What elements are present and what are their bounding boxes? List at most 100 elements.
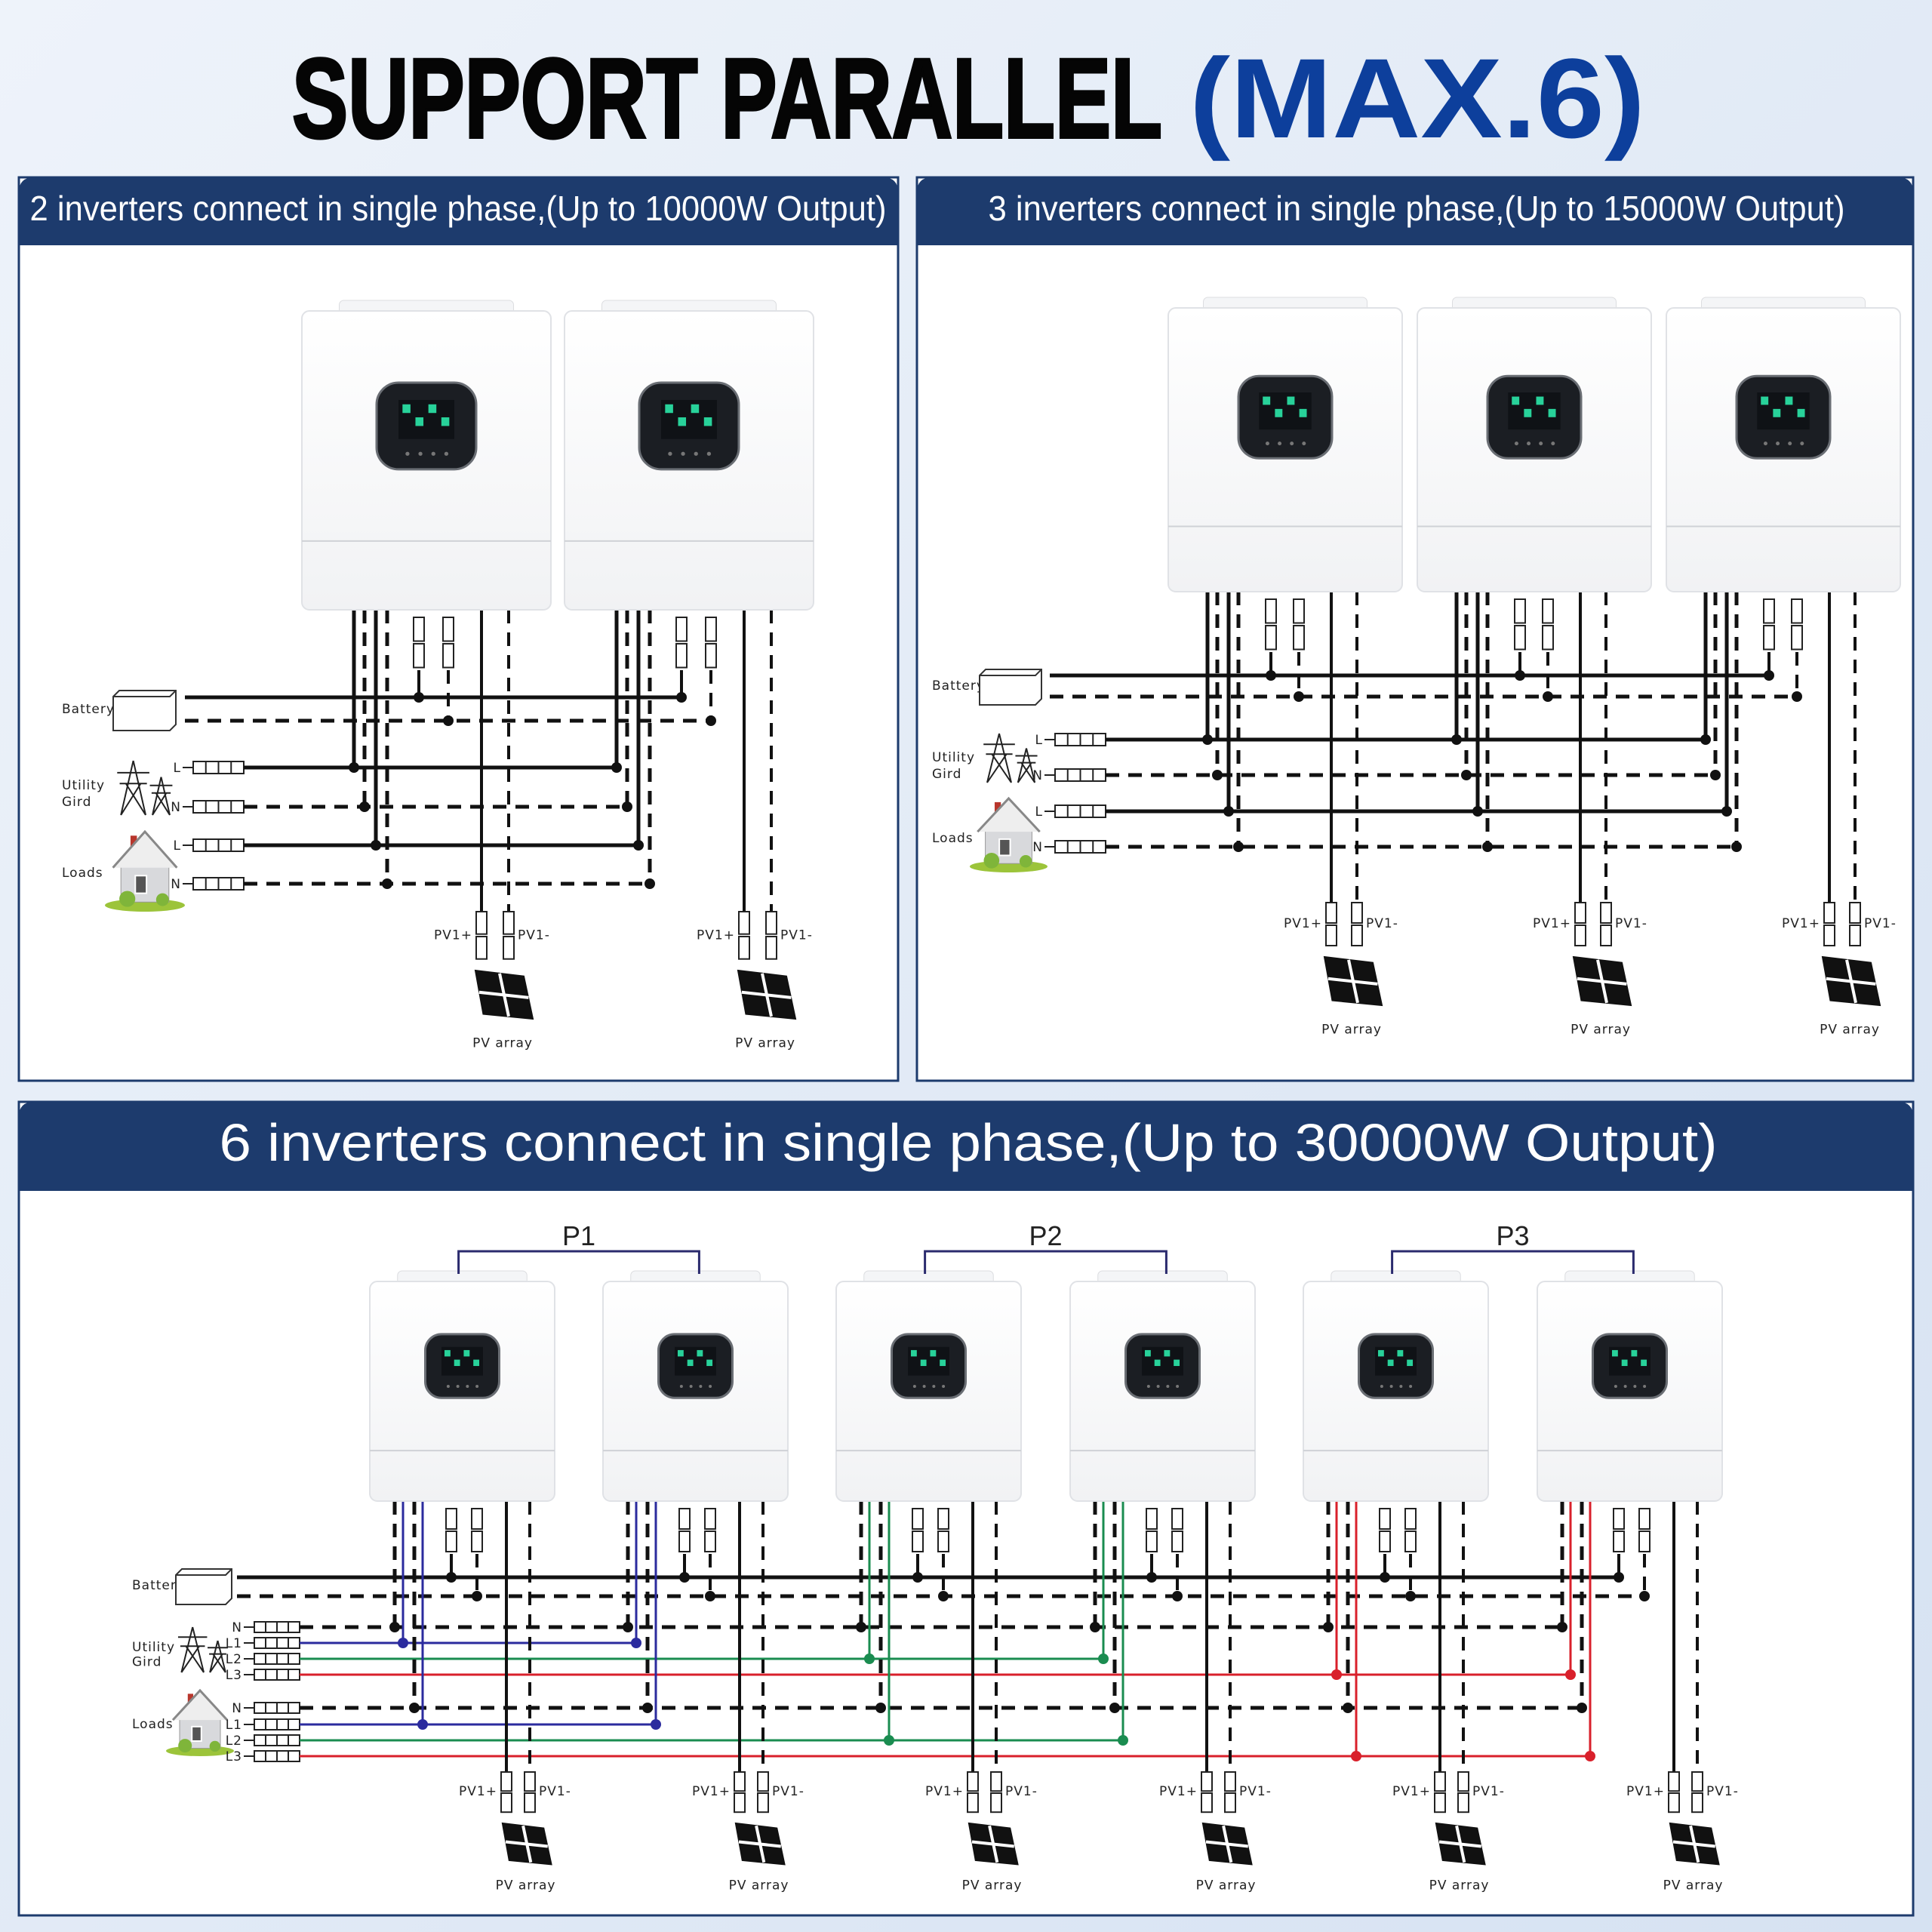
connector-half <box>445 1531 457 1552</box>
panel-grid <box>1205 1825 1248 1863</box>
pv-connector <box>1638 1508 1651 1552</box>
junction-dot <box>884 1735 894 1746</box>
junction-dot <box>398 1638 408 1648</box>
pv-plus-label: PV1+ <box>1284 916 1322 931</box>
lcd-segment <box>1536 396 1544 405</box>
pv-connector <box>912 1508 924 1552</box>
junction-dot <box>912 1572 923 1583</box>
pv-plus-label: PV1+ <box>1626 1784 1665 1799</box>
pv-array-label: PV array <box>1663 1878 1724 1893</box>
connector-half <box>524 1771 536 1792</box>
junction-dot <box>706 715 716 726</box>
pv-connector <box>445 1508 457 1552</box>
pv-connector <box>990 1771 1002 1814</box>
junction-dot <box>1614 1572 1624 1583</box>
pv-connector <box>1146 1508 1158 1552</box>
lcd-segment <box>454 1359 460 1367</box>
connector-half <box>1351 902 1363 924</box>
connector-half <box>675 643 688 669</box>
connector-half <box>1613 1508 1625 1530</box>
connector-half <box>757 1792 769 1814</box>
pv-connector <box>1763 598 1775 651</box>
connector-half <box>442 617 454 642</box>
lcd-segment <box>706 1359 713 1367</box>
connector-half <box>503 911 515 935</box>
connector-half <box>503 936 515 960</box>
solar-panel-icon <box>1323 955 1383 1007</box>
loads-label: Loads <box>932 831 974 846</box>
connector-half <box>1514 598 1526 624</box>
inverter-button <box>1380 1385 1383 1389</box>
pv-array-label: PV array <box>1196 1878 1257 1893</box>
inverter-button <box>1389 1385 1393 1389</box>
connector-half <box>967 1771 979 1792</box>
solar-panel-icon <box>1435 1822 1486 1866</box>
connector-half <box>1457 1792 1469 1814</box>
pv-connector <box>1201 1771 1213 1814</box>
lcd-segment <box>441 417 450 426</box>
inverter-unit <box>1537 1270 1723 1502</box>
pv-plus-label: PV1+ <box>1782 916 1820 931</box>
junction-dot <box>1585 1751 1595 1761</box>
pv-connector <box>937 1508 949 1552</box>
connector-half <box>413 643 425 669</box>
parallel-group-bracket <box>924 1250 1168 1274</box>
inverter-button <box>446 1385 450 1389</box>
breaker-label-n: N <box>232 1620 242 1635</box>
connector-half <box>734 1771 746 1792</box>
inverter-unit <box>835 1270 1022 1502</box>
connector-half <box>678 1531 691 1552</box>
lcd-segment <box>1761 396 1769 405</box>
connector-half <box>937 1531 949 1552</box>
inverter-button <box>706 451 712 456</box>
battery-label: Battery <box>132 1578 185 1593</box>
breaker-label-l3: L3 <box>226 1749 242 1764</box>
connector-half <box>765 911 777 935</box>
title-main: SUPPORT PARALLEL <box>292 35 1162 162</box>
pv-connector <box>678 1508 691 1552</box>
loads-label: Loads <box>62 866 103 881</box>
pv-minus-label: PV1- <box>1615 916 1647 931</box>
inverter-button <box>405 451 410 456</box>
loads-label: Loads <box>132 1717 174 1732</box>
battery-edge <box>113 690 177 697</box>
junction-dot <box>1351 1751 1361 1761</box>
pv-connector <box>734 1771 746 1814</box>
junction-dot <box>414 692 424 703</box>
connector-half <box>734 1792 746 1814</box>
lcd-segment <box>428 404 437 414</box>
lcd-segment <box>665 404 673 414</box>
bush <box>209 1740 220 1752</box>
inverter-button <box>912 1385 916 1389</box>
battery-icon <box>175 1568 232 1605</box>
junction-dot <box>1543 691 1553 702</box>
breaker-box: N <box>171 877 245 892</box>
connector-half <box>1823 902 1835 924</box>
connector-half <box>1224 1792 1236 1814</box>
inverter-button <box>932 1385 936 1389</box>
pv-minus-label: PV1- <box>780 928 813 943</box>
junction-dot <box>1146 1572 1157 1583</box>
inverter-button <box>1278 441 1282 446</box>
connector-half <box>1574 924 1586 946</box>
panel-grid <box>1826 959 1876 1004</box>
inverter-button <box>1527 441 1531 446</box>
connector-half <box>475 911 488 935</box>
breaker-label-n: N <box>1032 840 1043 855</box>
connector-half <box>471 1531 483 1552</box>
junction-dot <box>1482 841 1493 852</box>
inverter-button <box>1399 1385 1403 1389</box>
junction-dot <box>1451 734 1462 745</box>
inverter-unit <box>1069 1270 1256 1502</box>
pv-connector <box>475 911 488 960</box>
roof <box>171 1688 229 1721</box>
lcd-segment <box>1621 1359 1628 1367</box>
pv-minus-label: PV1- <box>772 1784 804 1799</box>
panel-6-inverters: 6 inverters connect in single phase,(Up … <box>17 1100 1915 1917</box>
connector-half <box>1265 625 1277 651</box>
pv-array-label: PV array <box>472 1035 533 1051</box>
battery-icon <box>979 669 1042 706</box>
pv-connector <box>1668 1771 1680 1814</box>
connector-half <box>990 1792 1002 1814</box>
connector-half <box>738 911 750 935</box>
